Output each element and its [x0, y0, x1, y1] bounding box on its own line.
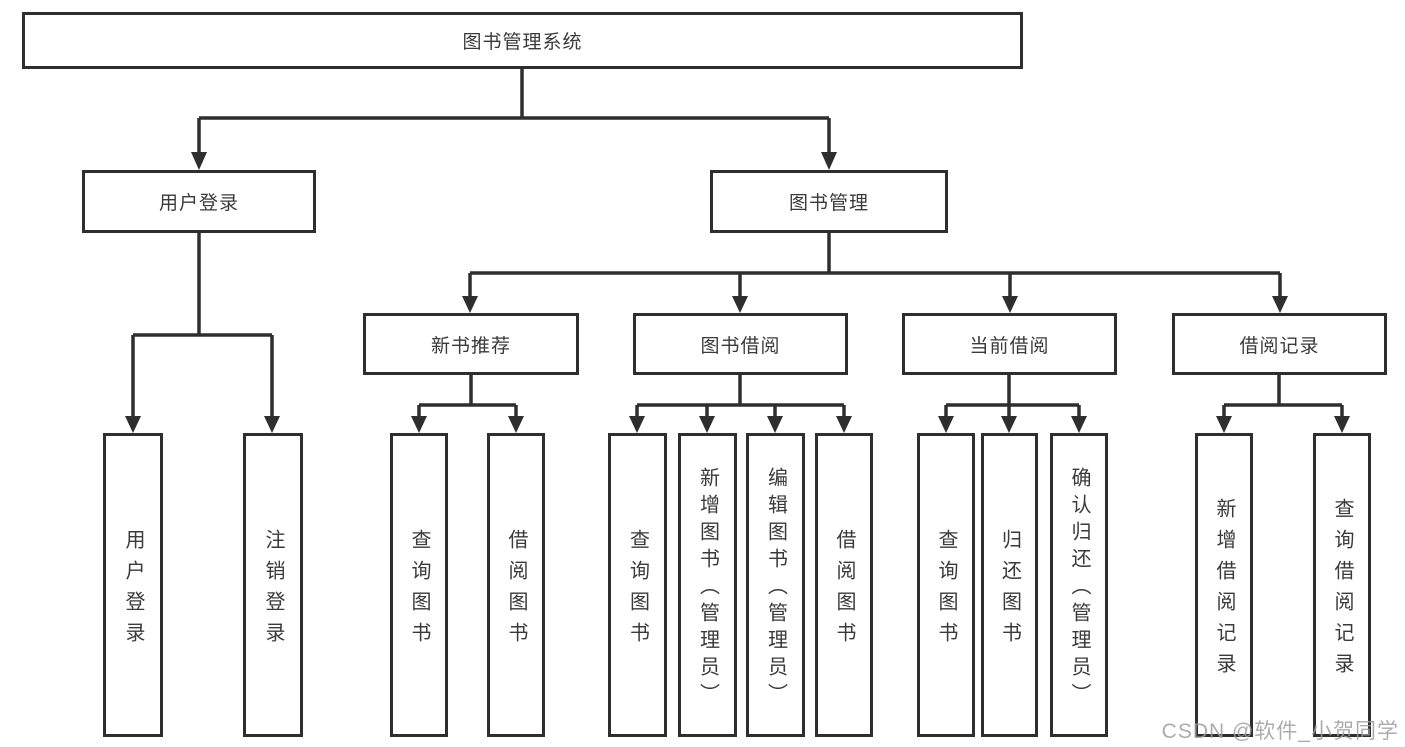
node-book-borrow: 图书借阅 [633, 313, 848, 375]
leaf-user-login: 用户登录 [103, 433, 163, 737]
arrowhead-icon [1272, 296, 1288, 313]
node-label: 查询借阅记录 [1331, 497, 1353, 684]
node-user-login: 用户登录 [82, 170, 316, 233]
leaf-logout: 注销登录 [243, 433, 303, 737]
arrowhead-icon [732, 296, 748, 313]
arrowhead-icon [1334, 416, 1350, 433]
arrowhead-icon [1001, 416, 1017, 433]
node-label: 新书推荐 [430, 335, 511, 357]
leaf-current-confirm-admin: 确认归还（管理员） [1050, 433, 1108, 737]
arrowhead-icon [821, 152, 837, 170]
node-label: 新增图书（管理员） [696, 467, 719, 710]
leaf-current-return: 归还图书 [981, 433, 1038, 737]
connector-new-book-split [417, 375, 518, 418]
arrowhead-icon [462, 296, 478, 313]
leaf-newbook-query: 查询图书 [390, 433, 448, 737]
leaf-record-add: 新增借阅记录 [1195, 433, 1253, 737]
leaf-borrow-add-admin: 新增图书（管理员） [678, 433, 737, 737]
connector-user-login-split [131, 233, 274, 418]
arrowhead-icon [629, 416, 645, 433]
connector-records-split [1222, 375, 1344, 418]
connector-current-split [944, 375, 1081, 418]
connector-root-split [197, 68, 831, 154]
arrowhead-icon [767, 416, 783, 433]
node-label: 用户登录 [122, 528, 144, 653]
connector-book-mgmt-split [468, 233, 1282, 297]
node-book-management: 图书管理 [710, 170, 948, 233]
node-label: 查询图书 [408, 528, 430, 653]
arrowhead-icon [1216, 416, 1232, 433]
node-label: 查询图书 [935, 528, 957, 653]
arrowheads [125, 152, 1350, 433]
node-label: 借阅图书 [833, 528, 855, 653]
node-label: 注销登录 [262, 528, 284, 653]
node-label: 借阅记录 [1239, 335, 1320, 357]
node-label: 查询图书 [626, 528, 649, 653]
arrowhead-icon [699, 416, 715, 433]
node-root-system: 图书管理系统 [22, 12, 1023, 69]
node-borrow-records: 借阅记录 [1172, 313, 1387, 375]
arrowhead-icon [1002, 296, 1018, 313]
arrowhead-icon [508, 416, 524, 433]
leaf-record-query: 查询借阅记录 [1313, 433, 1371, 737]
arrowhead-icon [264, 416, 280, 433]
node-label: 编辑图书（管理员） [764, 467, 787, 710]
arrowhead-icon [938, 416, 954, 433]
node-label: 图书管理系统 [462, 32, 583, 53]
node-label: 图书管理 [788, 193, 869, 214]
leaf-newbook-borrow: 借阅图书 [487, 433, 545, 737]
leaf-borrow-edit-admin: 编辑图书（管理员） [746, 433, 805, 737]
node-label: 借阅图书 [505, 528, 527, 653]
leaf-borrow-book: 借阅图书 [815, 433, 873, 737]
arrowhead-icon [411, 416, 427, 433]
node-label: 用户登录 [158, 193, 239, 214]
arrowhead-icon [125, 416, 141, 433]
csdn-watermark: CSDN @软件_小贺同学 [1161, 720, 1399, 743]
arrowhead-icon [1071, 416, 1087, 433]
arrowhead-icon [191, 152, 207, 170]
node-label: 归还图书 [998, 528, 1021, 653]
connector-borrow-split [635, 375, 846, 418]
node-current-borrow: 当前借阅 [902, 313, 1117, 375]
leaf-borrow-query: 查询图书 [608, 433, 667, 737]
node-label: 新增借阅记录 [1213, 497, 1235, 684]
leaf-current-query: 查询图书 [917, 433, 975, 737]
node-label: 确认归还（管理员） [1068, 467, 1090, 710]
arrowhead-icon [836, 416, 852, 433]
node-label: 当前借阅 [969, 335, 1050, 357]
node-label: 图书借阅 [700, 335, 781, 357]
node-new-book-recommend: 新书推荐 [363, 313, 579, 375]
